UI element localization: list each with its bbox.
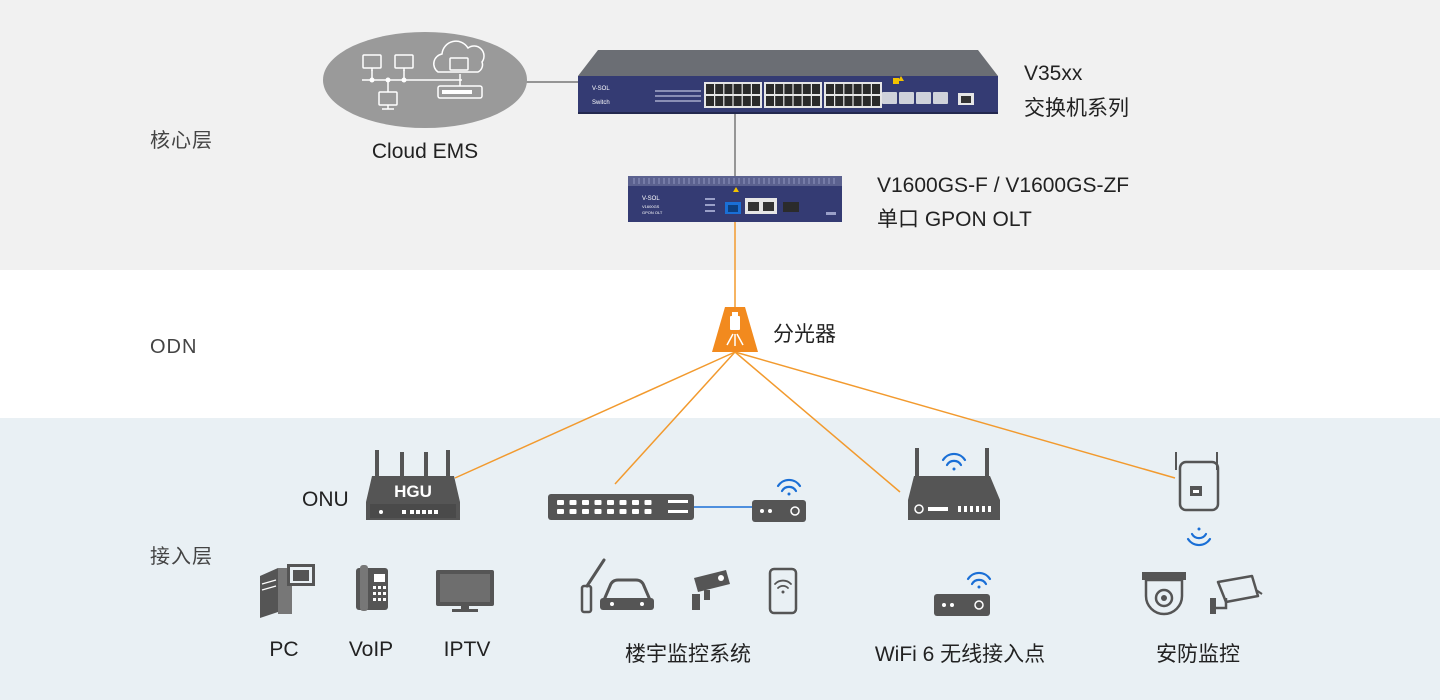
fiber-to-security-onu [734,351,1176,479]
switch-desc-label: 交换机系列 [1024,97,1129,120]
building-router [752,500,806,522]
splitter-icon [712,307,758,352]
layer-label-odn: ODN [150,336,198,358]
iptv-icon [436,570,494,612]
olt-desc-label: 单口 GPON OLT [877,208,1032,231]
building-switch [548,494,694,520]
switch-model-label: V35xx [1024,62,1083,85]
car-icon [600,578,654,610]
wireless-ap-router-icon [934,594,990,616]
endpoint-label-iptv: IPTV [443,638,491,661]
switch-tag-text: Switch [592,100,610,106]
security-camera-icon [1210,574,1263,614]
barrier-gate-icon [580,558,606,614]
olt-model-label: V1600GS-F / V1600GS-ZF [877,174,1130,197]
core-layer-band [0,0,1440,270]
wifi-ap-wifi-icon [941,452,967,471]
cloud-ems-label: Cloud EMS [371,140,479,163]
security-onu-device [1175,452,1220,512]
pc-icon [260,564,315,618]
security-onu-wifi-icon [1186,527,1212,547]
onu-hgu-device: HGU [366,450,460,520]
wifi-ap-device [908,448,1000,520]
switch-device: V-SOL Switch [578,50,998,114]
olt-device: V-SOL V1600GS GPON OLT [628,176,842,222]
endpoint-label-building: 楼宇监控系统 [625,643,751,666]
olt-brand-text: V-SOL [642,196,660,202]
fiber-to-onu [454,351,736,479]
switch-brand-text: V-SOL [592,86,610,92]
splitter-fibers [454,351,1176,493]
wireless-ap-wifi-icon [966,571,992,589]
endpoint-label-security: 安防监控 [1156,643,1240,666]
access-layer-band [0,418,1440,700]
endpoint-label-wifi: WiFi 6 无线接入点 [874,643,1046,666]
layer-label-access: 接入层 [150,546,213,568]
cctv-camera-icon [692,570,730,610]
olt-vents [633,178,835,184]
endpoint-label-pc: PC [269,638,299,661]
endpoint-label-voip: VoIP [348,638,394,661]
dome-camera-icon [1142,572,1186,616]
cloud-ems [323,32,527,128]
voip-phone-icon [356,565,388,611]
fiber-to-wifi-ap [734,351,901,493]
onu-label: ONU [302,488,349,511]
mobile-phone-icon [768,567,798,615]
olt-tag2-text: GPON OLT [642,210,663,215]
hgu-label: HGU [394,482,432,501]
fiber-to-building-switch [614,351,736,485]
building-router-wifi-icon [776,478,802,496]
splitter-label: 分光器 [773,323,836,346]
layer-label-core: 核心层 [150,130,213,152]
olt-tag1-text: V1600GS [642,204,660,209]
switch-rj45-ports [704,82,882,108]
